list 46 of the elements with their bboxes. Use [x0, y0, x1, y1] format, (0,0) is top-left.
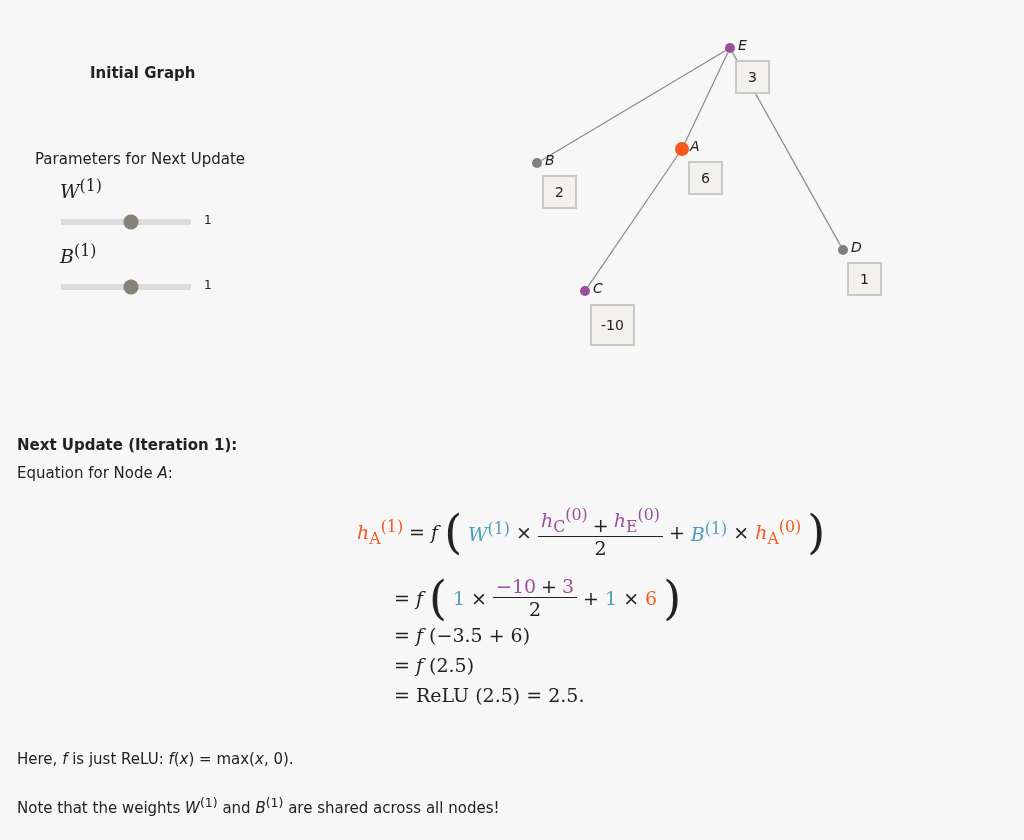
math-term: 1 [605, 586, 618, 609]
math-term: W$^{(1)}$ [468, 519, 511, 546]
value-box: 1 [847, 262, 882, 296]
node-label: C [593, 280, 603, 296]
note-text: Note that the weights W$^{(1)}$ and B$^{(1)}$ are shared across all nodes! [17, 795, 500, 817]
math-term: = f [409, 521, 439, 544]
parenthesis: ( [444, 512, 463, 553]
parameter-symbol: W$^{(1)}$ [60, 176, 102, 203]
math-term: × [516, 521, 532, 544]
math-term: B$^{(1)}$ [690, 519, 728, 546]
parameter-symbol: B$^{(1)}$ [60, 241, 97, 268]
node-label: D [851, 239, 862, 255]
math-term: 1 [452, 586, 466, 609]
math-term: × [623, 586, 640, 609]
value-box: 2 [542, 175, 577, 209]
math-term: 2 [594, 537, 607, 560]
equation-line: = f (2.5) [394, 654, 475, 676]
slider-value: 1 [204, 278, 212, 292]
math-term: × [733, 521, 750, 544]
panel-heading: Initial Graph [90, 64, 196, 82]
graph-edge [684, 51, 729, 144]
value-box: 6 [688, 161, 723, 195]
node-label: E [738, 37, 747, 53]
equation-line: = f (−3.5 + 6) [394, 624, 531, 646]
equation-intro: Equation for Node A: [17, 464, 173, 482]
math-term: + [668, 521, 685, 544]
math-term: 6 [645, 586, 658, 609]
math-term: + [541, 575, 557, 597]
slider-value: 1 [204, 213, 212, 227]
node-label: A [690, 138, 700, 154]
math-term: −10 [496, 575, 537, 597]
value-box: -10 [590, 304, 635, 346]
math-term: 3 [562, 575, 575, 597]
math-term: + [592, 514, 609, 537]
parenthesis: ) [807, 512, 826, 553]
section-heading: Next Update (Iteration 1): [17, 436, 238, 454]
equation-line: = ReLU (2.5) = 2.5. [394, 684, 585, 706]
graph-edge [587, 154, 679, 288]
math-term: 2 [529, 598, 542, 621]
math-term: + [583, 586, 600, 609]
explanation-text: Here, f is just ReLU: f(x) = max(x, 0). [17, 750, 294, 768]
graph-edge [540, 49, 727, 162]
parameters-heading: Parameters for Next Update [35, 150, 246, 168]
value-box: 3 [735, 60, 770, 94]
node-label: B [545, 152, 555, 168]
math-term: × [471, 586, 487, 609]
